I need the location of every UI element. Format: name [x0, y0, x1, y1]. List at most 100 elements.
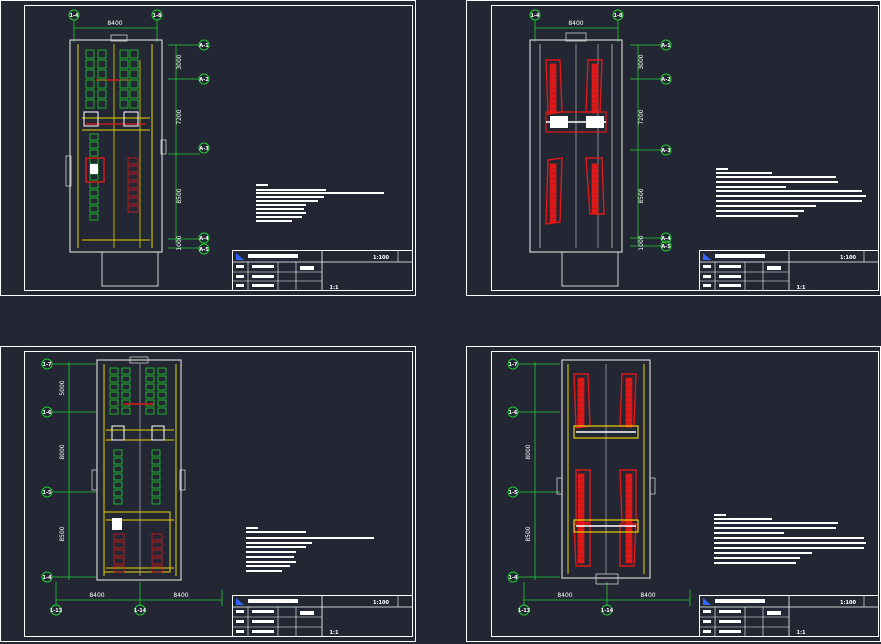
sheet-1-title-block: 1:100 1:1 [232, 250, 413, 291]
sheet-2-outer-frame [466, 0, 881, 296]
cabinet [121, 391, 131, 399]
cabinet [625, 483, 633, 489]
cabinet [591, 173, 599, 179]
cabinet [157, 407, 167, 415]
cabinet [89, 197, 99, 205]
cabinet [145, 399, 155, 407]
axis-label: A-4 [661, 236, 671, 242]
cabinet [109, 375, 119, 383]
dimension-text: 1000 [176, 235, 183, 250]
axis-label: 1-5 [508, 490, 518, 496]
sheet-1-inner-frame [24, 5, 413, 291]
cabinet [625, 508, 633, 514]
sheet-2-top-axes: 1-4 1-8 8400 [529, 9, 624, 42]
sheet-3-notes [246, 527, 374, 572]
cabinet [625, 473, 633, 479]
cabinet [549, 88, 557, 94]
cabinet [625, 407, 633, 413]
title-sub: 1:1 [797, 630, 806, 636]
cabinet [151, 481, 161, 489]
axis-bubble [198, 39, 210, 51]
cabinet [109, 383, 119, 391]
cabinet [97, 79, 107, 89]
cabinet [591, 198, 599, 204]
cabinet [113, 497, 123, 505]
cabinet [151, 549, 163, 557]
cabinet [577, 553, 585, 559]
cabinet [591, 88, 599, 94]
cabinet [625, 397, 633, 403]
company-logo-icon [236, 253, 244, 260]
cabinet [625, 538, 633, 544]
company-logo-icon [236, 598, 244, 605]
cabinet-group-red [577, 377, 633, 564]
cabinet [577, 402, 585, 408]
cabinet [129, 49, 139, 59]
cabinet [549, 203, 557, 209]
title-scale: 1:100 [373, 600, 389, 606]
axis-label: A-3 [661, 148, 671, 154]
cabinet [625, 387, 633, 393]
cabinet [549, 93, 557, 99]
cabinet [97, 49, 107, 59]
axis-label: 1-4 [69, 13, 79, 19]
cabinet [109, 407, 119, 415]
cabinet [121, 375, 131, 383]
cabinet [145, 383, 155, 391]
cabinet [591, 68, 599, 74]
cabinet [85, 89, 95, 99]
sheet-4-left-axes: 1-7 1-6 1-5 1-4 8000 8500 [507, 358, 560, 583]
cabinet [591, 208, 599, 214]
sheet-3-left-axes: 1-7 1-6 1-5 1-4 5000 8000 8500 [41, 358, 96, 583]
cabinet [591, 93, 599, 99]
cabinet [109, 367, 119, 375]
sheet-2-inner-frame [491, 5, 879, 291]
sheet-2-notes [716, 168, 866, 217]
dimension-text: 5000 [59, 380, 66, 395]
cabinet [113, 565, 125, 573]
cabinet [113, 449, 123, 457]
cabinet [549, 103, 557, 109]
cabinet [625, 402, 633, 408]
cabinet [549, 63, 557, 69]
cabinet [127, 197, 139, 205]
cabinet [625, 412, 633, 418]
cabinet [129, 69, 139, 79]
sheet-2-title-block: 1:100 1:1 [699, 250, 879, 291]
axis-bubble [198, 232, 210, 244]
dimension-text: 8500 [176, 188, 183, 203]
cabinet [577, 382, 585, 388]
cabinet [549, 208, 557, 214]
cabinet-group-red [127, 157, 139, 213]
annex-wall [101, 251, 159, 287]
title-scale: 1:100 [840, 600, 856, 606]
cabinet [577, 533, 585, 539]
cabinet [549, 213, 557, 219]
cabinet [577, 473, 585, 479]
cabinet [119, 89, 129, 99]
axis-label: 1-4 [530, 13, 540, 19]
cabinet [625, 488, 633, 494]
cabinet [127, 189, 139, 197]
cabinet [85, 69, 95, 79]
sheet-3: 1-7 1-6 1-5 1-4 5000 8000 8500 1-13 1-14… [0, 346, 416, 642]
cabinet [113, 465, 123, 473]
cabinet [625, 543, 633, 549]
sheet-4: 1-7 1-6 1-5 1-4 8000 8500 1-13 1-14 8400… [466, 346, 881, 642]
cabinet [151, 497, 161, 505]
cabinet [591, 178, 599, 184]
cabinet [119, 59, 129, 69]
cabinet [591, 108, 599, 114]
cabinet [625, 518, 633, 524]
dimension-text: 3000 [638, 54, 645, 69]
dimension-text: 8400 [173, 592, 188, 599]
title-scale: 1:100 [373, 255, 389, 261]
axis-bubble [198, 73, 210, 85]
sheet-4-inner-frame [491, 351, 879, 637]
cabinet [577, 407, 585, 413]
cabinet [151, 489, 161, 497]
sheet-2: 1-4 1-8 8400 A-1 A-2 A-3 A-4 A-5 3000 72… [466, 0, 881, 296]
cabinet [157, 391, 167, 399]
cabinet [625, 558, 633, 564]
